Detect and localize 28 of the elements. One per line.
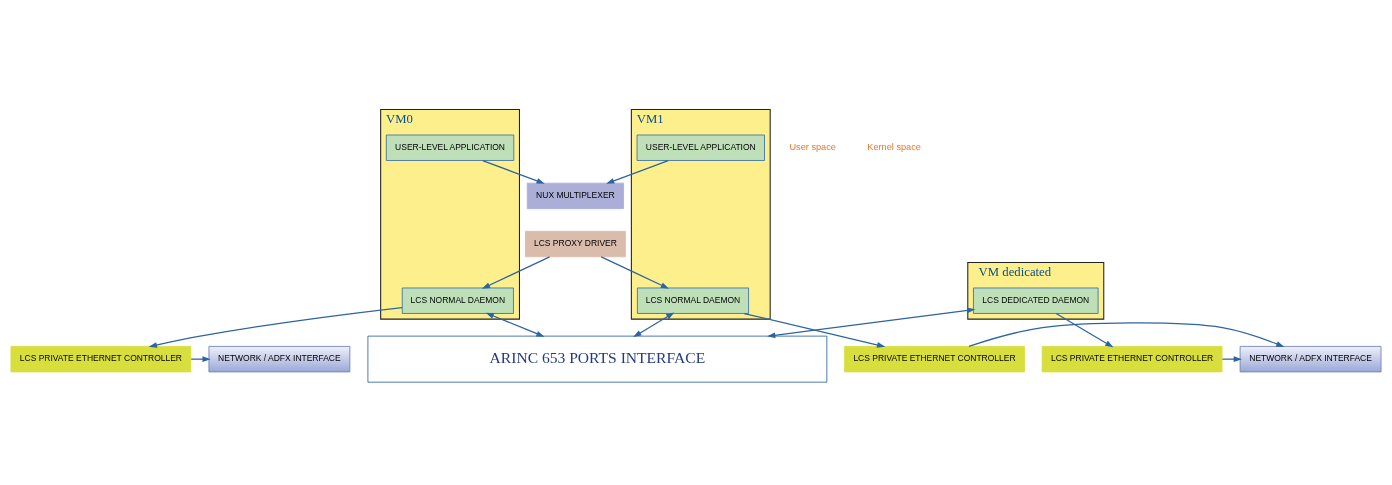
node-box: LCS PRIVATE ETHERNET CONTROLLER (844, 345, 1025, 372)
node-box: LCS NORMAL DAEMON (636, 287, 749, 314)
arrow (606, 159, 669, 184)
arrow (485, 312, 545, 337)
node-box: LCS PRIVATE ETHERNET CONTROLLER (10, 345, 192, 372)
arrow (481, 255, 551, 289)
arrow (1055, 312, 1114, 347)
node-box: USER-LEVEL APPLICATION (385, 134, 515, 161)
node-box: LCS NORMAL DAEMON (401, 287, 514, 314)
arrow (1221, 355, 1242, 362)
node-box: ARINC 653 PORTS INTERFACE (367, 335, 828, 383)
arrow (482, 159, 545, 184)
node-box: NUX MULTIPLEXER (526, 182, 624, 209)
node-box: NETWORK / ADFX INTERFACE (1239, 345, 1382, 372)
node-box: LCS PROXY DRIVER (525, 230, 626, 257)
label: User space (789, 141, 836, 152)
node-box: LCS DEDICATED DAEMON (973, 287, 1099, 314)
arrow (148, 306, 403, 348)
node-box: NETWORK / ADFX INTERFACE (208, 345, 351, 372)
arrow (600, 255, 669, 289)
node-box: USER-LEVEL APPLICATION (636, 134, 765, 161)
node-box: LCS PRIVATE ETHERNET CONTROLLER (1041, 345, 1223, 372)
arrow (190, 355, 211, 362)
arrow (767, 307, 976, 338)
arrow (633, 312, 675, 337)
label: Kernel space (867, 141, 921, 152)
arrow (743, 312, 886, 348)
arrow (968, 321, 1285, 347)
